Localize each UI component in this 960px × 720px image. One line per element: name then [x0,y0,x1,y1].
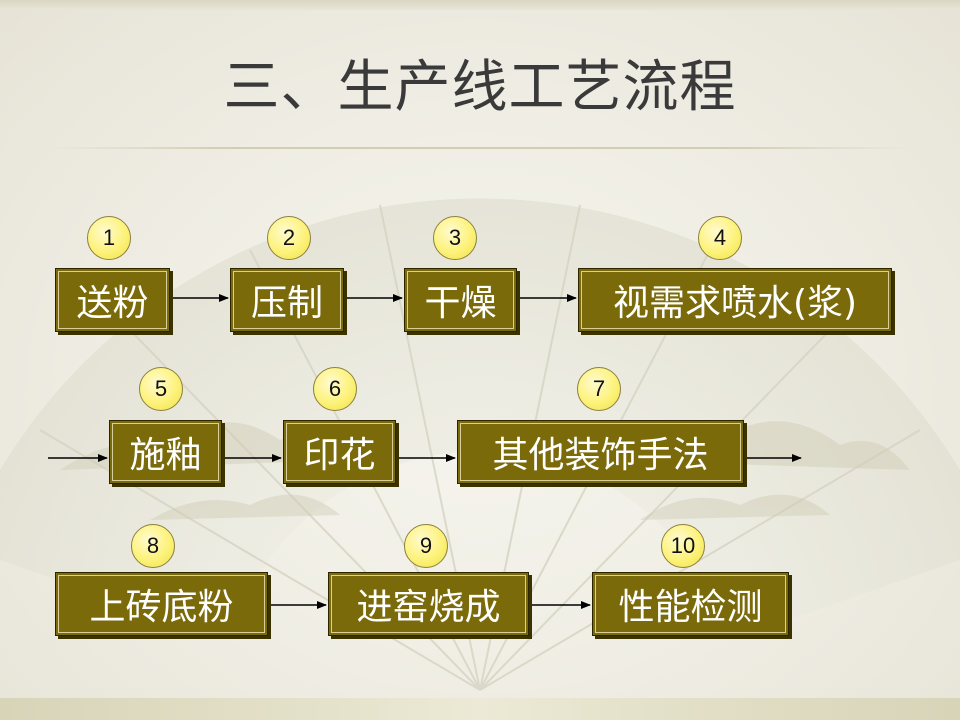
step-number-badge: 8 [131,524,175,568]
step-box-6: 印花 [283,420,396,484]
step-box-4: 视需求喷水(浆) [578,268,892,332]
step-label: 视需求喷水(浆) [612,283,858,324]
step-number-badge: 4 [698,216,742,260]
step-label: 压制 [250,283,323,324]
step-number-badge: 6 [313,367,357,411]
slide-title: 三、生产线工艺流程 [223,55,737,120]
step-label: 干燥 [424,283,497,324]
step-number-badge: 3 [433,216,477,260]
step-number-badge: 9 [404,524,448,568]
step-box-7: 其他装饰手法 [457,420,744,484]
step-number-badge: 10 [661,524,705,568]
step-box-2: 压制 [230,268,344,332]
step-label: 上砖底粉 [89,587,234,628]
step-box-5: 施釉 [109,420,222,484]
step-label: 送粉 [76,283,149,324]
step-box-8: 上砖底粉 [55,572,268,636]
step-label: 印花 [303,435,376,476]
title-divider [48,147,912,149]
step-number-badge: 2 [267,216,311,260]
step-box-10: 性能检测 [592,572,789,636]
step-number-badge: 5 [139,367,183,411]
step-box-1: 送粉 [55,268,170,332]
step-label: 施釉 [129,435,202,476]
step-box-3: 干燥 [404,268,517,332]
top-decorative-band [0,0,960,10]
step-box-9: 进窑烧成 [328,572,529,636]
step-number-badge: 7 [577,367,621,411]
step-label: 进窑烧成 [356,587,501,628]
step-label: 性能检测 [618,587,763,628]
bottom-decorative-band [0,698,960,720]
step-number-badge: 1 [87,216,131,260]
step-label: 其他装饰手法 [492,435,709,476]
